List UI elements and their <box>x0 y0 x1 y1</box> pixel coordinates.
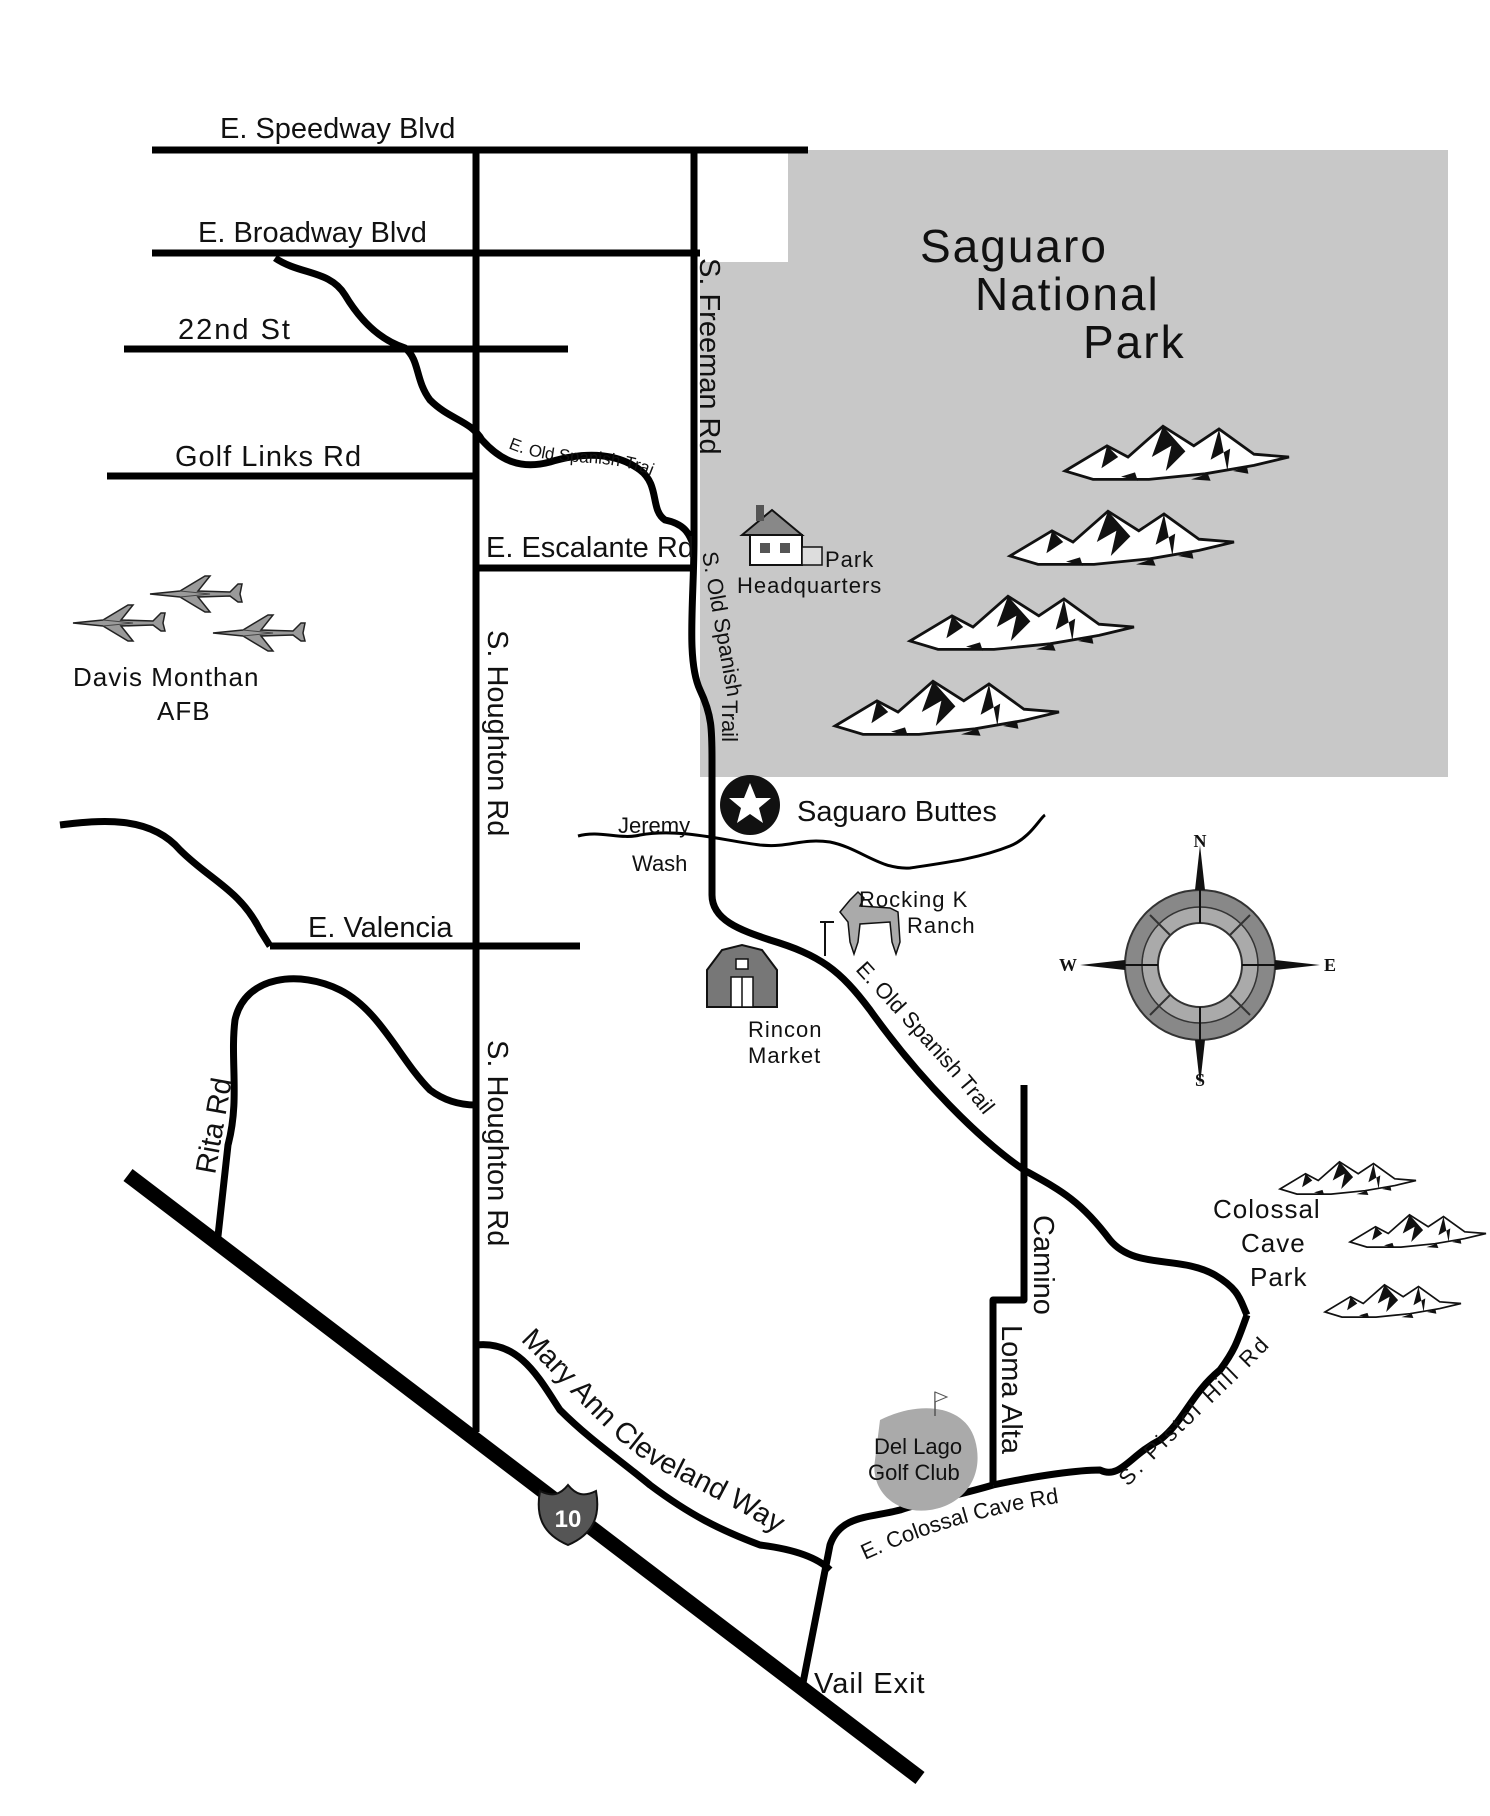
label-freeman: S. Freeman Rd <box>693 258 725 455</box>
mountain-icon <box>1279 1160 1417 1196</box>
mountain-icon <box>1349 1213 1487 1249</box>
label-davis-1: Davis Monthan <box>73 662 259 692</box>
label-park-hq-2: Headquarters <box>737 573 882 598</box>
label-golf-links: Golf Links Rd <box>175 441 362 473</box>
label-wash: Wash <box>632 851 687 876</box>
road-freeman-old-spanish <box>688 150 1251 1317</box>
label-loma-alta: Loma Alta <box>995 1325 1027 1455</box>
label-davis-2: AFB <box>157 696 211 726</box>
label-vail-exit: Vail Exit <box>814 1668 926 1700</box>
road-mary-ann-cleveland <box>475 1341 833 1573</box>
park-name-line1: Saguaro <box>920 220 1108 272</box>
label-rincon-2: Market <box>748 1043 821 1068</box>
place-labels: Davis Monthan AFB Park Headquarters Sagu… <box>73 547 1321 1485</box>
star-icon <box>720 775 780 835</box>
label-rocking-1: Rocking K <box>859 887 968 912</box>
golf-club-area <box>874 1391 978 1511</box>
label-colossal-1: Colossal <box>1213 1194 1321 1224</box>
label-colossal-3: Park <box>1250 1262 1307 1292</box>
house-icon <box>739 505 823 566</box>
label-camino: Camino <box>1027 1215 1059 1315</box>
road-pistol-hill <box>992 1313 1251 1489</box>
label-colossal-2: Cave <box>1241 1228 1306 1258</box>
park-name-line2: National <box>975 268 1160 320</box>
label-pistol-hill: S. Pistol Hill Rd <box>1113 1330 1275 1490</box>
jeremy-wash-line <box>577 813 1046 870</box>
label-park-hq-1: Park <box>825 547 874 572</box>
label-saguaro-buttes: Saguaro Buttes <box>797 796 997 828</box>
jet-icon <box>72 604 166 642</box>
compass-n: N <box>1194 831 1207 851</box>
davis-monthan-jets <box>72 575 306 652</box>
label-speedway: E. Speedway Blvd <box>220 113 455 145</box>
compass-e: E <box>1324 955 1336 975</box>
label-del-lago-1: Del Lago <box>874 1434 962 1459</box>
road-valencia-west <box>59 817 273 948</box>
label-rincon-1: Rincon <box>748 1017 822 1042</box>
mountain-icon <box>1324 1283 1462 1319</box>
jet-icon <box>149 575 243 613</box>
label-valencia: E. Valencia <box>308 912 453 944</box>
interstate-10 <box>123 1169 925 1784</box>
colossal-cave-mountains <box>1279 1160 1487 1319</box>
label-jeremy: Jeremy <box>618 813 690 838</box>
jet-icon <box>212 614 306 652</box>
label-old-spanish-trail-east: E. Old Spanish Trail <box>851 956 1000 1118</box>
barn-icon <box>706 943 778 1008</box>
compass-w: W <box>1059 955 1077 975</box>
label-old-spanish-s2: Trail <box>717 700 742 742</box>
golf-flag-icon <box>934 1391 949 1416</box>
label-houghton-south: S. Houghton Rd <box>481 1040 513 1246</box>
label-houghton-north: S. Houghton Rd <box>481 630 513 836</box>
label-broadway: E. Broadway Blvd <box>198 217 427 249</box>
horse-icon <box>820 890 901 957</box>
interstate-shield-icon: 10 <box>537 1483 599 1547</box>
interstate-number: 10 <box>555 1506 582 1533</box>
label-rocking-2: Ranch <box>907 913 976 938</box>
compass-rose-icon: N S W E <box>1059 831 1336 1090</box>
label-escalante: E. Escalante Rd <box>486 532 694 564</box>
saguaro-national-park-area <box>700 150 1448 777</box>
road-network <box>59 146 1251 1689</box>
road-camino-loma-alta <box>989 1085 1028 1485</box>
label-del-lago-2: Golf Club <box>868 1460 960 1485</box>
road-rita <box>213 975 477 1246</box>
park-name: Saguaro National Park <box>920 220 1186 368</box>
label-22nd-st: 22nd St <box>178 314 292 346</box>
compass-s: S <box>1195 1070 1205 1090</box>
road-old-spanish-trail-north <box>273 255 697 548</box>
park-name-line3: Park <box>1083 316 1186 368</box>
